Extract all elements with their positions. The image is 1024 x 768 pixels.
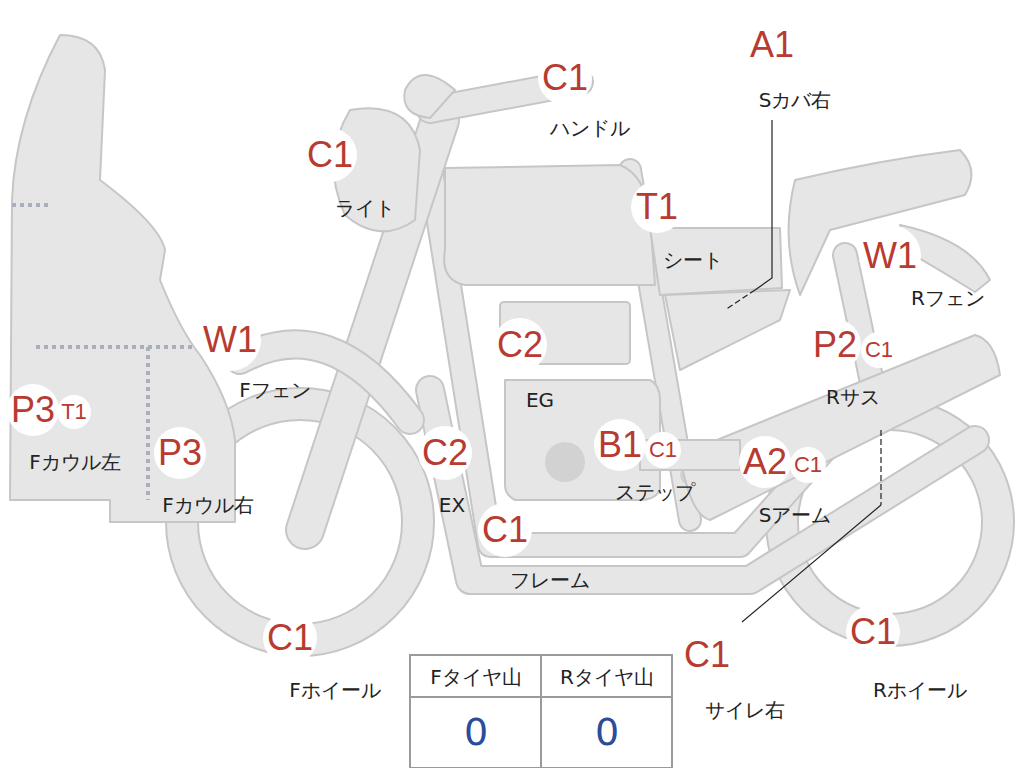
- damage-code: C2: [422, 435, 468, 471]
- damage-code: C1: [307, 137, 353, 173]
- damage-code: C2: [497, 327, 543, 363]
- table-header: Fタイヤ山: [430, 666, 522, 688]
- damage-code: T1: [636, 189, 678, 225]
- part-name: Fホイール: [289, 679, 381, 701]
- body-parts: [10, 35, 1000, 522]
- damage-code: A1: [750, 27, 794, 63]
- part-name: ライト: [335, 197, 395, 219]
- part-name: Fカウル右: [162, 494, 254, 516]
- damage-code: C1: [684, 637, 730, 673]
- part-name: Sアーム: [759, 504, 832, 526]
- damage-callout: C2EG: [493, 318, 547, 372]
- part-name: EG: [526, 389, 554, 411]
- damage-callout: C1Fホイール: [263, 611, 317, 665]
- part-name: ハンドル: [550, 117, 630, 139]
- damage-callout: C1: [790, 447, 826, 483]
- damage-code: C1: [850, 614, 896, 650]
- damage-callout: C1: [645, 432, 681, 468]
- table-value: 0: [595, 712, 619, 754]
- damage-code: A2: [743, 444, 787, 480]
- damage-code: C1: [267, 620, 313, 656]
- damage-callout: C1サイレ右: [680, 628, 734, 682]
- damage-callout: W1Fフェン: [199, 309, 261, 371]
- part-name: Fカウル左: [29, 451, 121, 473]
- damage-callout: P3Fカウル右: [154, 427, 206, 479]
- damage-callout: C1ハンドル: [538, 51, 592, 105]
- part-name: サイレ右: [705, 699, 785, 721]
- damage-code: P2: [813, 327, 857, 363]
- damage-code: W1: [203, 322, 257, 358]
- table-header: Rタイヤ山: [560, 666, 654, 688]
- table-value: 0: [464, 712, 488, 754]
- part-name: EX: [439, 494, 465, 516]
- tread-table: [410, 655, 672, 768]
- damage-code: W1: [863, 238, 917, 274]
- damage-code: B1: [598, 427, 642, 463]
- damage-callout: C1Rホイール: [846, 605, 900, 659]
- part-name: Rサス: [826, 386, 880, 408]
- damage-code: C1: [649, 439, 677, 461]
- damage-code: C1: [794, 454, 822, 476]
- damage-callout: P3Fカウル左: [7, 384, 59, 436]
- part-name: Sカバ右: [759, 89, 832, 111]
- damage-callout: T1シート: [631, 181, 683, 233]
- damage-callout: C1ライト: [303, 128, 357, 182]
- damage-callout: C1: [861, 332, 897, 368]
- damage-callout: C2EX: [418, 426, 472, 480]
- leader-lines: [725, 120, 881, 622]
- damage-code: C1: [542, 60, 588, 96]
- damage-code: C1: [865, 339, 893, 361]
- damage-callout: T1: [57, 395, 91, 429]
- damage-callout: B1ステップ: [594, 419, 646, 471]
- damage-callout: W1Rフェン: [859, 225, 921, 287]
- part-name: Rホイール: [873, 679, 967, 701]
- damage-code: C1: [482, 512, 528, 548]
- tubes: [240, 82, 975, 580]
- damage-code: P3: [11, 392, 55, 428]
- part-name: フレーム: [510, 569, 590, 591]
- part-name: シート: [663, 249, 723, 271]
- part-name: ステップ: [615, 481, 695, 503]
- damage-code: T1: [61, 401, 87, 423]
- part-name: Rフェン: [911, 287, 985, 309]
- damage-callout: A2Sアーム: [739, 436, 791, 488]
- damage-callout: P2Rサス: [809, 319, 861, 371]
- damage-callout: C1フレーム: [478, 503, 532, 557]
- damage-callout: A1Sカバ右: [746, 19, 798, 71]
- damage-code: P3: [158, 435, 202, 471]
- part-name: Fフェン: [239, 379, 311, 401]
